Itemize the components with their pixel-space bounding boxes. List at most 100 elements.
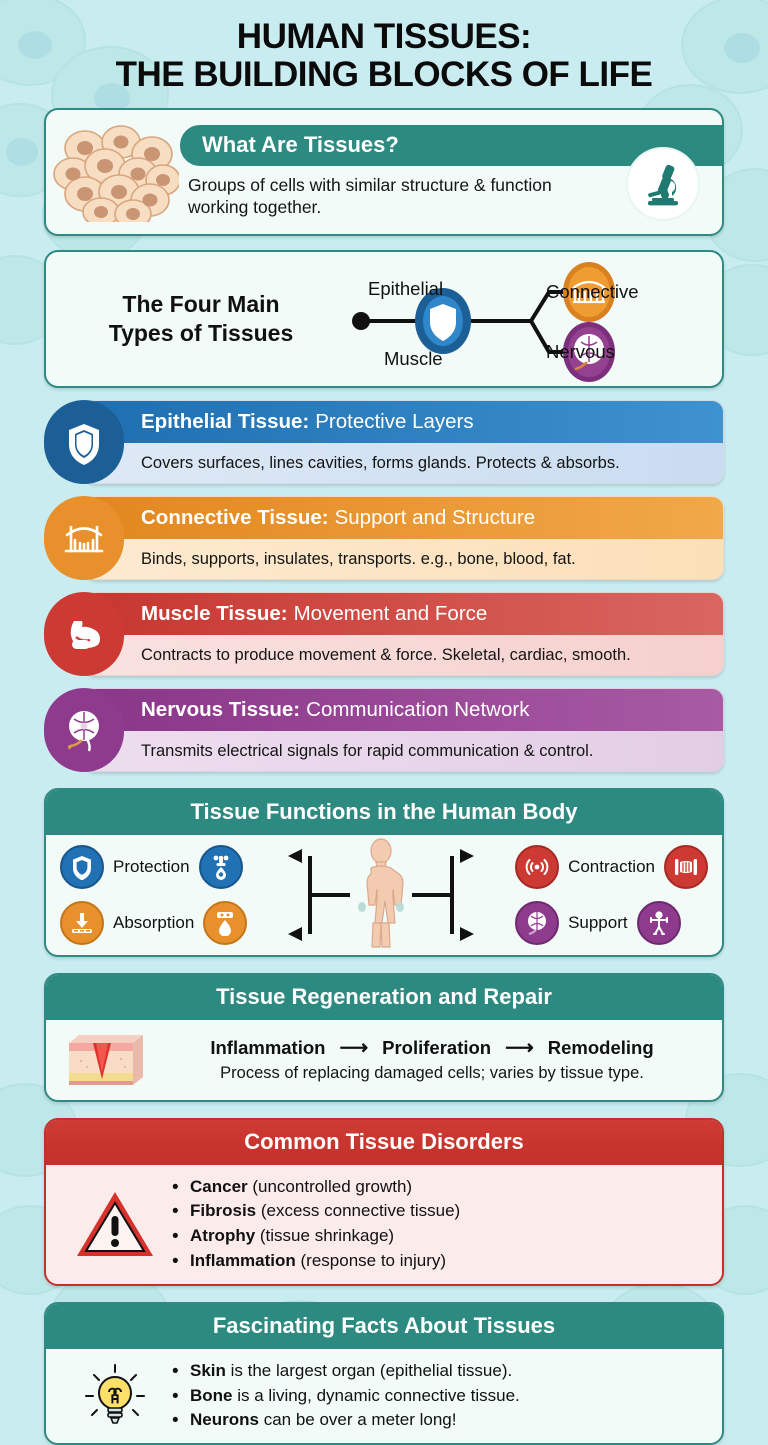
node-label-muscle: Muscle xyxy=(384,347,443,369)
fact-detail: can be over a meter long! xyxy=(258,1410,457,1430)
disorder-detail: (uncontrolled growth) xyxy=(247,1176,413,1196)
regeneration-heading: Tissue Regeneration and Repair xyxy=(46,974,722,1020)
title-line-1: HUMAN TISSUES: xyxy=(236,17,532,56)
what-are-tissues-card: What Are Tissues? Groups of cells with s… xyxy=(44,107,724,236)
functions-left-group: Protection xyxy=(60,844,248,945)
list-item: Inflammation (response to injury) xyxy=(170,1248,708,1276)
four-types-label-line1: The Four Main xyxy=(122,290,280,317)
arrow-right-icon: ⟶ xyxy=(339,1036,369,1059)
facts-heading: Fascinating Facts About Tissues xyxy=(46,1303,722,1349)
tissue-name: Muscle Tissue: xyxy=(141,601,288,625)
tissue-bar-connective: Connective Tissue: Support and Structure… xyxy=(44,495,724,580)
droplet-icon xyxy=(203,900,248,945)
tissue-name: Epithelial Tissue: xyxy=(141,409,310,433)
disorder-term: Fibrosis xyxy=(190,1201,257,1221)
cell-cluster-icon xyxy=(46,122,186,222)
tissue-subtitle: Protective Layers xyxy=(315,409,474,433)
skeleton-icon xyxy=(636,900,681,945)
tissue-subtitle: Communication Network xyxy=(306,697,530,721)
what-are-tissues-heading: What Are Tissues? xyxy=(180,124,722,166)
disorders-heading: Common Tissue Disorders xyxy=(46,1119,722,1165)
muscle-fiber-icon xyxy=(664,844,708,889)
fact-term: Bone xyxy=(190,1385,233,1405)
four-types-label-line2: Types of Tissues xyxy=(108,319,294,346)
tissue-name: Connective Tissue: xyxy=(141,505,329,529)
four-types-diagram: Epithelial Muscle Connective Nervous xyxy=(346,252,722,386)
disorders-list: Cancer (uncontrolled growth) Fibrosis (e… xyxy=(170,1174,708,1276)
disorder-term: Atrophy xyxy=(190,1226,256,1246)
what-are-tissues-body: What Are Tissues? Groups of cells with s… xyxy=(180,124,722,221)
facts-list: Skin is the largest organ (epithelial ti… xyxy=(170,1358,708,1435)
tissue-functions-body: Protection xyxy=(46,835,722,955)
tissue-subtitle: Support and Structure xyxy=(334,505,536,529)
tissue-functions-card: Tissue Functions in the Human Body Prote… xyxy=(44,787,724,957)
common-disorders-card: Common Tissue Disorders Cancer (uncontro… xyxy=(44,1117,724,1286)
disorder-detail: (tissue shrinkage) xyxy=(255,1226,395,1246)
shield-icon xyxy=(60,844,104,889)
node-label-epithelial: Epithelial xyxy=(368,277,444,299)
what-are-tissues-description: Groups of cells with similar structure &… xyxy=(188,174,552,218)
tissue-description: Contracts to produce movement & force. S… xyxy=(85,634,723,675)
list-item: Cancer (uncontrolled growth) xyxy=(170,1174,708,1202)
four-types-label: The Four Main Types of Tissues xyxy=(46,290,346,348)
function-label: Support xyxy=(568,912,628,932)
lightbulb-icon xyxy=(60,1359,170,1433)
function-protection: Protection xyxy=(60,844,247,889)
regeneration-body: Inflammation ⟶ Proliferation ⟶ Remodelin… xyxy=(46,1020,722,1100)
fact-term: Skin xyxy=(190,1360,226,1380)
fact-term: Neurons xyxy=(190,1410,259,1430)
disorder-term: Inflammation xyxy=(190,1251,296,1271)
regeneration-step-3: Remodeling xyxy=(547,1036,654,1058)
tissue-functions-heading: Tissue Functions in the Human Body xyxy=(46,789,722,835)
skin-wound-icon xyxy=(58,1029,154,1091)
node-label-connective: Connective xyxy=(546,280,639,302)
gland-drop-icon xyxy=(198,844,243,889)
title-line-2: THE BUILDING BLOCKS OF LIFE xyxy=(115,54,653,94)
tissue-description: Covers surfaces, lines cavities, forms g… xyxy=(85,442,723,483)
microscope-icon xyxy=(626,146,700,221)
shield-icon xyxy=(44,399,124,484)
bicep-icon xyxy=(44,591,124,676)
disorder-term: Cancer xyxy=(190,1176,248,1196)
functions-right-group: Contraction xyxy=(515,844,708,945)
tissue-description: Binds, supports, insulates, transports. … xyxy=(85,538,723,579)
tissue-bar-epithelial: Epithelial Tissue: Protective Layers Cov… xyxy=(44,399,724,484)
fact-detail: is a living, dynamic connective tissue. xyxy=(232,1385,520,1405)
tissue-bar-nervous: Nervous Tissue: Communication Network Tr… xyxy=(44,687,724,772)
fact-detail: is the largest organ (epithelial tissue)… xyxy=(225,1360,513,1380)
list-item: Skin is the largest organ (epithelial ti… xyxy=(170,1358,708,1386)
tissue-regeneration-card: Tissue Regeneration and Repair Inflamm xyxy=(44,972,724,1102)
tissue-subtitle: Movement and Force xyxy=(293,601,488,625)
regeneration-note: Process of replacing damaged cells; vari… xyxy=(220,1063,644,1082)
function-contraction: Contraction xyxy=(515,844,708,889)
tissue-bar-muscle: Muscle Tissue: Movement and Force Contra… xyxy=(44,591,724,676)
list-item: Neurons can be over a meter long! xyxy=(170,1407,708,1435)
functions-center xyxy=(258,835,504,955)
tissue-description: Transmits electrical signals for rapid c… xyxy=(85,730,723,771)
brain-icon xyxy=(515,900,560,945)
disorder-detail: (excess connective tissue) xyxy=(256,1201,461,1221)
regeneration-step-1: Inflammation xyxy=(210,1036,326,1058)
function-label: Protection xyxy=(113,856,190,876)
list-item: Bone is a living, dynamic connective tis… xyxy=(170,1383,708,1411)
function-support: Support xyxy=(515,900,708,945)
tissue-name: Nervous Tissue: xyxy=(141,697,301,721)
list-item: Atrophy (tissue shrinkage) xyxy=(170,1223,708,1251)
bridge-icon xyxy=(44,495,124,580)
node-label-nervous: Nervous xyxy=(546,340,615,362)
function-absorption: Absorption xyxy=(60,900,248,945)
brain-icon xyxy=(44,687,124,772)
function-label: Contraction xyxy=(568,856,655,876)
disorder-detail: (response to injury) xyxy=(295,1251,447,1271)
list-item: Fibrosis (excess connective tissue) xyxy=(170,1198,708,1226)
regeneration-steps: Inflammation ⟶ Proliferation ⟶ Remodelin… xyxy=(154,1037,710,1083)
warning-triangle-icon xyxy=(60,1188,170,1260)
page-title: HUMAN TISSUES: THE BUILDING BLOCKS OF LI… xyxy=(44,0,724,94)
function-label: Absorption xyxy=(113,912,195,932)
arrow-right-icon: ⟶ xyxy=(505,1036,534,1059)
disorders-body: Cancer (uncontrolled growth) Fibrosis (e… xyxy=(46,1164,722,1284)
four-main-types-card: The Four Main Types of Tissues xyxy=(44,249,724,388)
regeneration-step-2: Proliferation xyxy=(382,1036,492,1058)
fascinating-facts-card: Fascinating Facts About Tissues xyxy=(44,1301,724,1445)
